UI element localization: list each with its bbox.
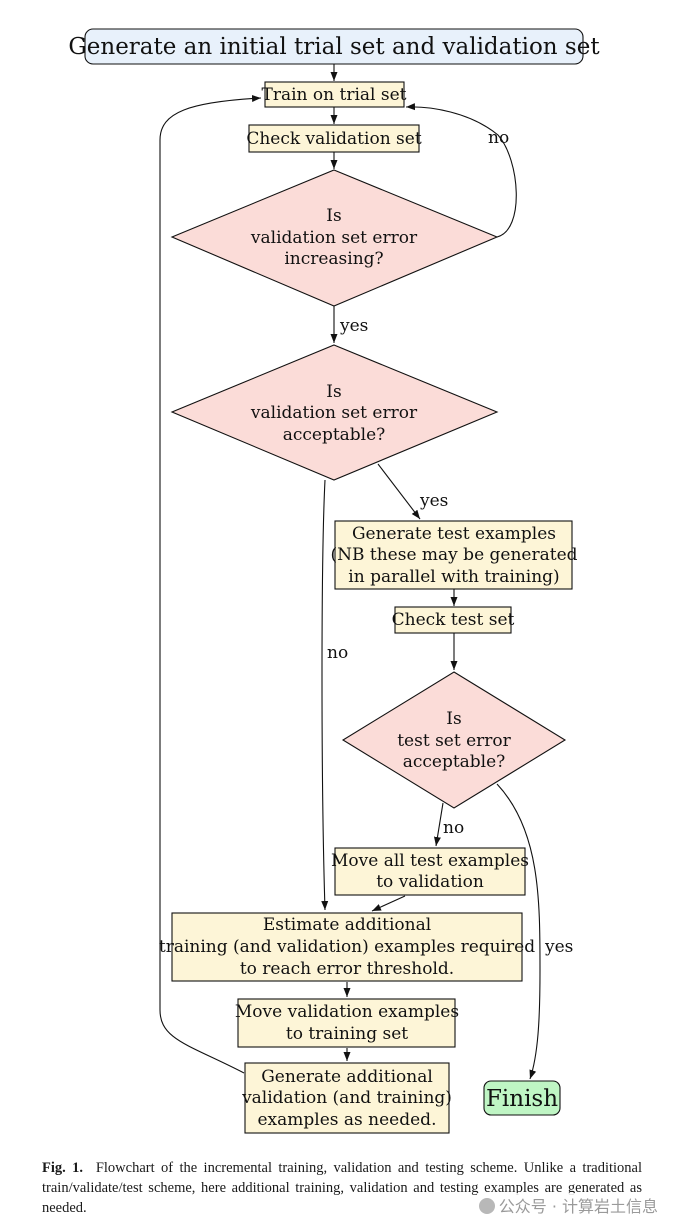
edge-movetest-estimate <box>371 895 406 912</box>
start-node: Generate an initial trial set and valida… <box>68 28 600 65</box>
label-acceptable-no: no <box>327 643 348 663</box>
decision-increasing-line1: Is <box>326 206 341 226</box>
generate-additional-line3: examples as needed. <box>258 1110 437 1130</box>
generate-additional-line1: Generate additional <box>261 1067 433 1087</box>
train-node: Train on trial set <box>262 81 407 108</box>
generate-additional-line2: validation (and training) <box>241 1088 452 1108</box>
label-increasing-no: no <box>488 128 509 148</box>
edge-acceptable-no <box>321 479 329 911</box>
finish-node: Finish <box>483 1080 561 1116</box>
check-test-node: Check test set <box>392 606 515 634</box>
move-validation-line2: to training set <box>286 1024 408 1044</box>
edge-qtest-no <box>433 802 444 847</box>
estimate-line3: to reach error threshold. <box>240 959 454 979</box>
caption-text: Flowchart of the incremental training, v… <box>42 1160 643 1216</box>
decision-acceptable: Is validation set error acceptable? <box>170 344 499 481</box>
edge-qtest-yes <box>496 783 541 1080</box>
edge-acceptable-yes <box>377 463 421 520</box>
decision-increasing-line3: increasing? <box>284 249 383 269</box>
watermark-text: 公众号 · 计算岩土信息 <box>498 1197 658 1216</box>
edge-increasing-no-loop <box>405 103 517 238</box>
decision-test: Is test set error acceptable? <box>341 671 567 809</box>
decision-increasing: Is validation set error increasing? <box>170 169 499 307</box>
generate-additional-node: Generate additional validation (and trai… <box>241 1062 452 1134</box>
decision-acceptable-line2: validation set error <box>250 403 418 423</box>
move-test-line2: to validation <box>376 872 484 892</box>
decision-test-line2: test set error <box>397 731 511 751</box>
generate-test-line3: in parallel with training) <box>348 567 559 587</box>
finish-label: Finish <box>486 1086 558 1112</box>
generate-test-node: Generate test examples (NB these may be … <box>330 520 578 590</box>
decision-acceptable-line3: acceptable? <box>283 425 386 445</box>
figure-caption: Fig. 1. Flowchart of the incremental tra… <box>42 1158 642 1218</box>
wechat-icon <box>478 1198 495 1214</box>
label-test-no: no <box>443 818 464 838</box>
watermark: 公众号 · 计算岩土信息 <box>476 1193 660 1217</box>
label-acceptable-yes: yes <box>419 491 448 511</box>
move-test-node: Move all test examples to validation <box>331 847 529 896</box>
train-node-label: Train on trial set <box>262 85 407 105</box>
move-validation-line1: Move validation examples <box>235 1002 459 1022</box>
move-validation-node: Move validation examples to training set <box>235 998 459 1048</box>
check-test-label: Check test set <box>392 610 515 630</box>
move-test-line1: Move all test examples <box>331 851 529 871</box>
decision-test-line3: acceptable? <box>403 752 506 772</box>
check-validation-node: Check validation set <box>246 124 422 153</box>
decision-test-line1: Is <box>446 709 461 729</box>
estimate-line1: Estimate additional <box>263 915 431 935</box>
check-validation-label: Check validation set <box>246 129 422 149</box>
generate-test-line1: Generate test examples <box>352 524 556 544</box>
generate-test-line2: (NB these may be generated <box>330 545 577 565</box>
estimate-node: Estimate additional training (and valida… <box>159 912 535 982</box>
label-test-yes: yes <box>544 937 573 957</box>
caption-label: Fig. 1. <box>42 1160 84 1176</box>
decision-acceptable-line1: Is <box>326 382 341 402</box>
start-node-label: Generate an initial trial set and valida… <box>68 34 600 60</box>
estimate-line2: training (and validation) examples requi… <box>159 937 535 957</box>
label-increasing-yes: yes <box>339 316 368 336</box>
edge-genadd-loop-train <box>159 95 262 1074</box>
decision-increasing-line2: validation set error <box>250 228 418 248</box>
